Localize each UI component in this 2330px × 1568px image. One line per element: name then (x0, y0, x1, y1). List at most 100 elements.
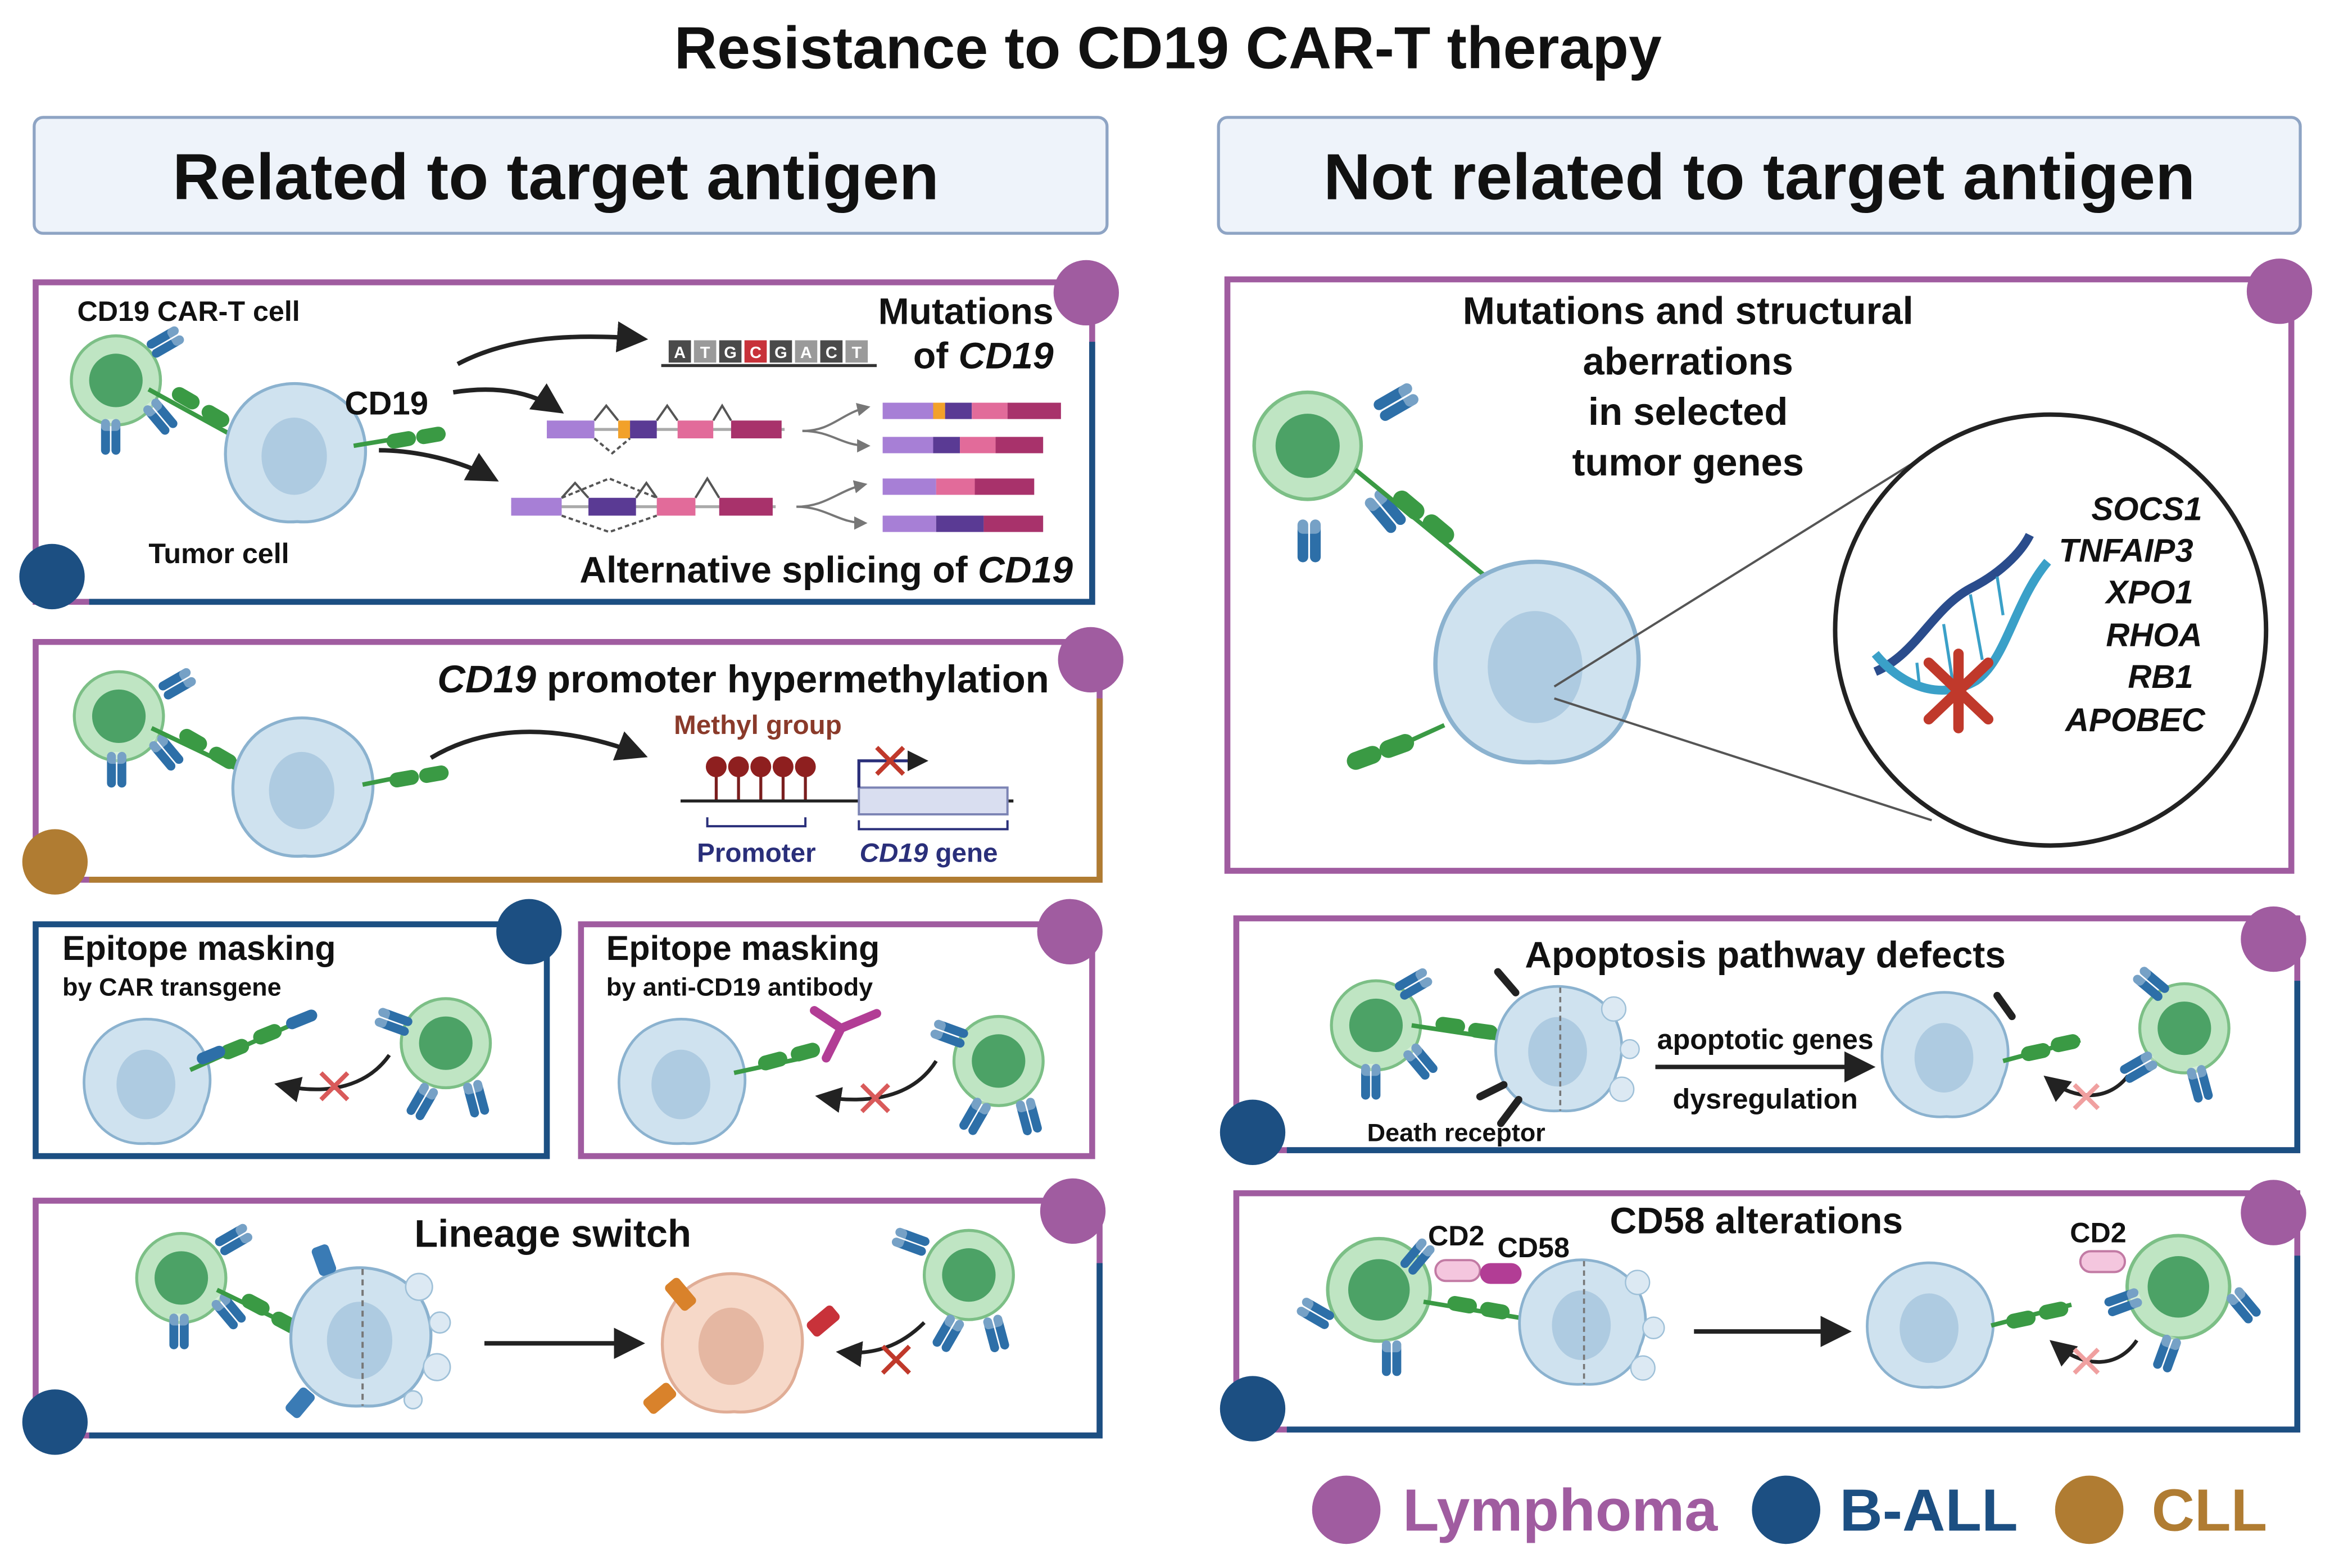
right-header-label: Not related to target antigen (1323, 140, 2195, 213)
cd2-right-label: CD2 (2070, 1217, 2126, 1248)
mutations-of-cd19-label: of CD19 (913, 336, 1054, 377)
car-t-cell (401, 999, 491, 1088)
tumor-cell (1882, 993, 2008, 1117)
dna-base-letter: C (826, 344, 837, 362)
svg-text:XPO1: XPO1 (2105, 574, 2193, 611)
panel-cd58-alterations: CD58 alterations CD2 CD58 CD2 (1220, 1180, 2306, 1442)
tumor-cell-lysing (291, 1268, 451, 1410)
dna-base-box (744, 340, 767, 363)
block-x-icon (2073, 1348, 2100, 1375)
cd2-left-label: CD2 (1428, 1220, 1484, 1252)
splicing-transcript-1 (547, 403, 785, 455)
ball-dot (19, 543, 85, 610)
apoptotic-genes-label: apoptotic genes (1657, 1024, 1874, 1055)
dna-base-letter: G (774, 344, 787, 362)
block-x-icon (875, 746, 905, 776)
methyl-groups (705, 756, 816, 800)
svg-text:RB1: RB1 (2128, 659, 2193, 695)
car-t-cell (1254, 392, 1361, 499)
svg-text:RHOA: RHOA (2106, 617, 2202, 654)
svg-text:SOCS1: SOCS1 (2091, 491, 2202, 527)
lymphoma-dot (1053, 260, 1119, 326)
panel-lineage-switch: Lineage switch (22, 1178, 1106, 1455)
splicing-product-1 (882, 402, 1061, 454)
figure-title: Resistance to CD19 CAR-T therapy (674, 15, 1662, 81)
block-x-icon (2073, 1083, 2100, 1111)
legend-cll-swatch (2055, 1475, 2124, 1544)
dna-base-box (845, 340, 868, 363)
alternative-splicing-label: Alternative splicing of CD19 (579, 549, 1073, 591)
cd58-title: CD58 alterations (1610, 1200, 1903, 1242)
left-header: Related to target antigen (33, 116, 1109, 235)
legend-ball-swatch (1752, 1475, 1821, 1544)
cd19-gene-label: CD19 gene (860, 839, 998, 868)
block-x-icon (881, 1344, 911, 1375)
lymphoma-dot (2241, 906, 2306, 972)
panel-promoter-hypermethylation: CD19 promoter hypermethylation Methyl gr… (22, 627, 1123, 895)
legend-ball-label: B-ALL (1839, 1477, 2018, 1543)
epitope-ab-subtitle: by anti-CD19 antibody (606, 973, 873, 1001)
ball-dot (496, 899, 562, 965)
ball-dot (1220, 1099, 1286, 1165)
block-x-icon (860, 1083, 890, 1113)
dna-base-letter: A (674, 344, 686, 362)
dna-base-box (693, 340, 717, 363)
cll-dot (22, 829, 88, 895)
svg-text:Mutations and structural: Mutations and structural (1463, 289, 1914, 332)
receptor-icon (101, 419, 121, 455)
block-x-icon (319, 1071, 350, 1102)
svg-text:APOBEC: APOBEC (2064, 702, 2206, 738)
right-header: Not related to target antigen (1217, 116, 2302, 235)
legend: Lymphoma B-ALL CLL (1312, 1475, 2268, 1544)
dna-base-letter: G (724, 344, 737, 362)
cd58-label: CD58 (1498, 1232, 1570, 1263)
dna-base-box (795, 340, 818, 363)
lymphoma-dot (1037, 899, 1103, 965)
dna-base-box (820, 340, 843, 363)
switched-tumor-cell (660, 1272, 804, 1414)
car-t-cell (954, 1017, 1044, 1106)
cd19-label: CD19 (344, 386, 428, 422)
tumor-cell (84, 1019, 210, 1144)
dna-base-box (668, 340, 691, 363)
svg-text:in selected: in selected (1588, 390, 1788, 433)
tumor-cell (233, 718, 373, 856)
dna-base-box (719, 340, 742, 363)
ball-dot (22, 1389, 88, 1455)
splicing-transcript-2 (511, 476, 776, 533)
lymphoma-dot (2246, 259, 2313, 324)
panel-epitope-masking-antibody: Epitope masking by anti-CD19 antibody (578, 899, 1103, 1159)
mutations-label: Mutations (878, 291, 1054, 332)
epitope-car-title: Epitope masking (62, 929, 336, 967)
promoter-label: Promoter (697, 839, 816, 868)
dna-base-letter: C (750, 344, 761, 362)
panel-structural-aberrations: Mutations and structural aberrations in … (1224, 259, 2313, 874)
left-header-label: Related to target antigen (173, 140, 939, 213)
legend-cll-label: CLL (2152, 1477, 2268, 1543)
car-t-cell (137, 1234, 226, 1323)
lineage-switch-title: Lineage switch (414, 1212, 691, 1255)
svg-text:tumor genes: tumor genes (1572, 441, 1803, 484)
epitope-ab-title: Epitope masking (606, 929, 880, 967)
panel-epitope-masking-car: Epitope masking by CAR transgene (33, 899, 562, 1159)
car-t-cell-label: CD19 CAR-T cell (77, 296, 300, 327)
tumor-cell (1435, 562, 1638, 763)
epitope-car-subtitle: by CAR transgene (62, 973, 282, 1001)
car-t-cell (924, 1230, 1014, 1320)
dna-base-letter: A (800, 344, 812, 362)
tumor-cell-label: Tumor cell (148, 538, 289, 569)
dna-base-letter: T (851, 344, 862, 362)
dna-helix-icon (1871, 533, 2051, 733)
legend-lymphoma-swatch (1312, 1475, 1381, 1544)
death-receptor-label: Death receptor (1367, 1118, 1545, 1147)
methyl-group-label: Methyl group (674, 710, 842, 740)
hypermethylation-title: CD19 promoter hypermethylation (437, 658, 1049, 701)
structural-text: Mutations and structural aberrations in … (1463, 289, 1914, 484)
dna-base-letter: T (700, 344, 710, 362)
lymphoma-dot (2241, 1180, 2306, 1245)
tumor-cell-lysing (1495, 986, 1640, 1111)
svg-text:aberrations: aberrations (1583, 339, 1793, 383)
tumor-cell-lysing (1520, 1260, 1665, 1385)
